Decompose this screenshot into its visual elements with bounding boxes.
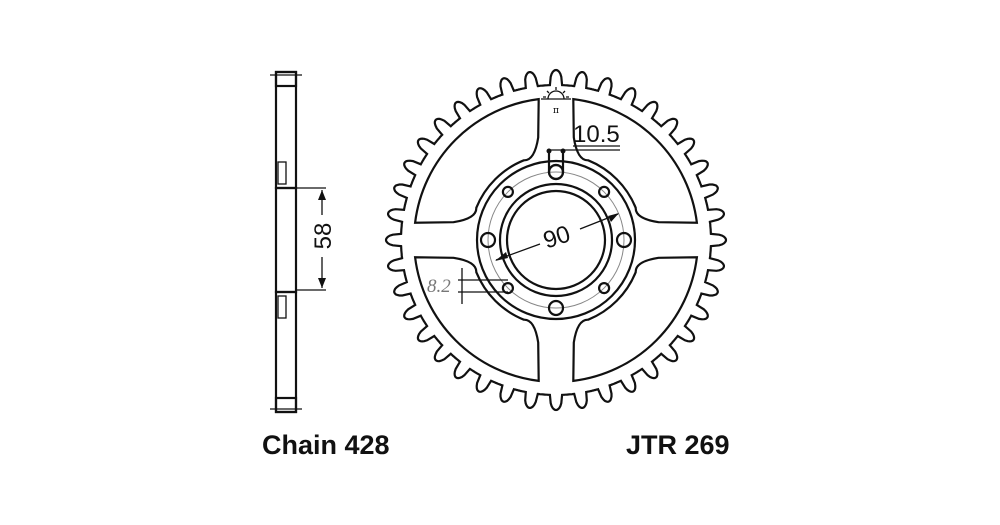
bore-outer-circle <box>498 182 614 298</box>
window-cutout <box>413 256 540 383</box>
manufacturer-logo: π <box>541 87 571 116</box>
bolt-hole <box>547 299 565 317</box>
hole-diameter-label: 8.2 <box>427 276 451 297</box>
front-view: 10.5 90 8.2 π <box>384 68 728 412</box>
bolt-hole <box>597 185 611 198</box>
hub-bore-section <box>274 186 298 294</box>
bolt-hole <box>615 231 633 249</box>
part-number-label: JTR 269 <box>626 430 730 460</box>
hub-outer-circle <box>475 159 637 321</box>
window-cutout <box>572 97 699 224</box>
window-cutout <box>572 256 699 383</box>
chain-label: Chain 428 <box>262 430 390 460</box>
window-cutout <box>413 97 540 224</box>
sprocket-teeth-outline <box>384 68 728 412</box>
bolt-circle <box>487 171 625 309</box>
bolt-hole <box>501 185 514 198</box>
bolt-hole <box>479 231 497 249</box>
svg-text:π: π <box>553 106 559 116</box>
bore-diameter-label: 90 <box>540 221 574 255</box>
bolt-hole <box>597 282 611 295</box>
hub-width-label: 58 <box>310 223 337 250</box>
side-view: 58 <box>270 70 337 414</box>
slot-width-label: 10.5 <box>573 121 620 148</box>
lightening-windows <box>413 97 699 383</box>
bore-circle <box>505 189 607 291</box>
bolt-hole <box>501 282 514 295</box>
